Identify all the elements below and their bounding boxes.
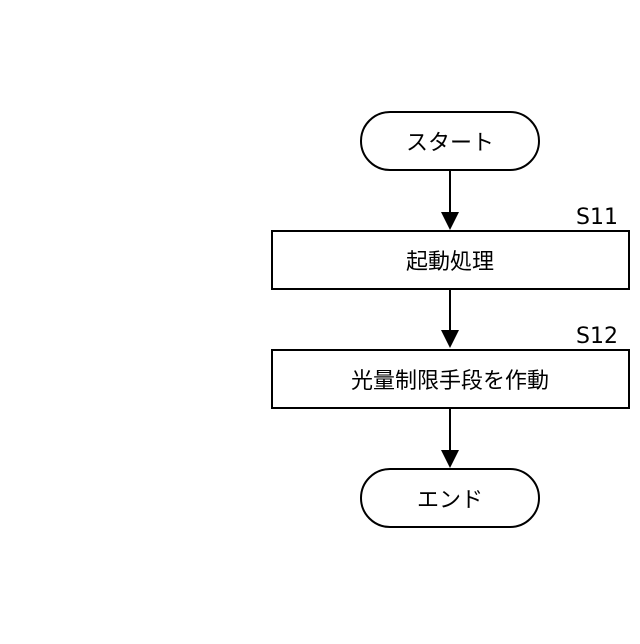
step-label-s11: 起動処理 bbox=[406, 250, 494, 275]
connector-s12-to-end bbox=[441, 408, 459, 468]
connector-start-to-s11 bbox=[441, 170, 459, 230]
step-id-s11: S11 bbox=[576, 205, 618, 230]
connector-s11-to-s12 bbox=[441, 289, 459, 348]
end-label: エンド bbox=[417, 488, 483, 513]
start-node: スタート bbox=[361, 112, 539, 170]
end-node: エンド bbox=[361, 469, 539, 527]
step-label-s12: 光量制限手段を作動 bbox=[351, 369, 549, 394]
arrowhead-down-icon bbox=[441, 212, 459, 230]
step-id-s12: S12 bbox=[576, 324, 618, 349]
start-label: スタート bbox=[406, 131, 494, 156]
arrowhead-down-icon bbox=[441, 330, 459, 348]
arrowhead-down-icon bbox=[441, 450, 459, 468]
